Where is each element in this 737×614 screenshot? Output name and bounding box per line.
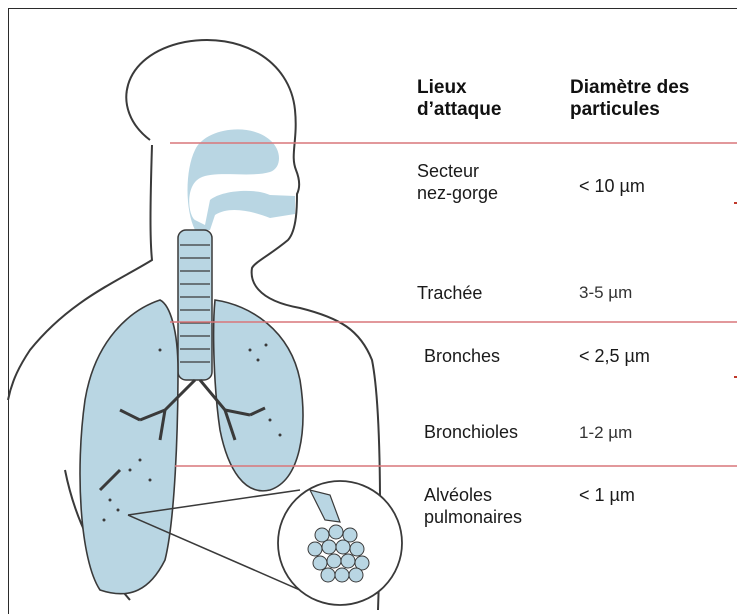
row-location-nez-gorge: Secteur nez-gorge <box>417 160 498 204</box>
right-lung <box>214 300 303 491</box>
nasal-cavity <box>188 129 296 230</box>
row-location-bronches: Bronches <box>424 345 500 367</box>
row-diameter-bronches: < 2,5 µm <box>579 345 650 367</box>
row-diameter-nez-gorge: < 10 µm <box>579 175 645 197</box>
row-location-bronchioles: Bronchioles <box>424 421 518 443</box>
row-location-trachee: Trachée <box>417 282 482 304</box>
header-location: Lieux d’attaque <box>417 77 501 121</box>
row-diameter-trachee: 3-5 µm <box>579 282 632 304</box>
left-lung <box>80 300 178 594</box>
row-location-alveoles: Alvéoles pulmonaires <box>424 484 522 528</box>
trachea <box>178 230 212 380</box>
row-diameter-alveoles: < 1 µm <box>579 484 635 506</box>
header-diameter: Diamètre des particules <box>570 77 689 121</box>
row-diameter-bronchioles: 1-2 µm <box>579 422 632 444</box>
